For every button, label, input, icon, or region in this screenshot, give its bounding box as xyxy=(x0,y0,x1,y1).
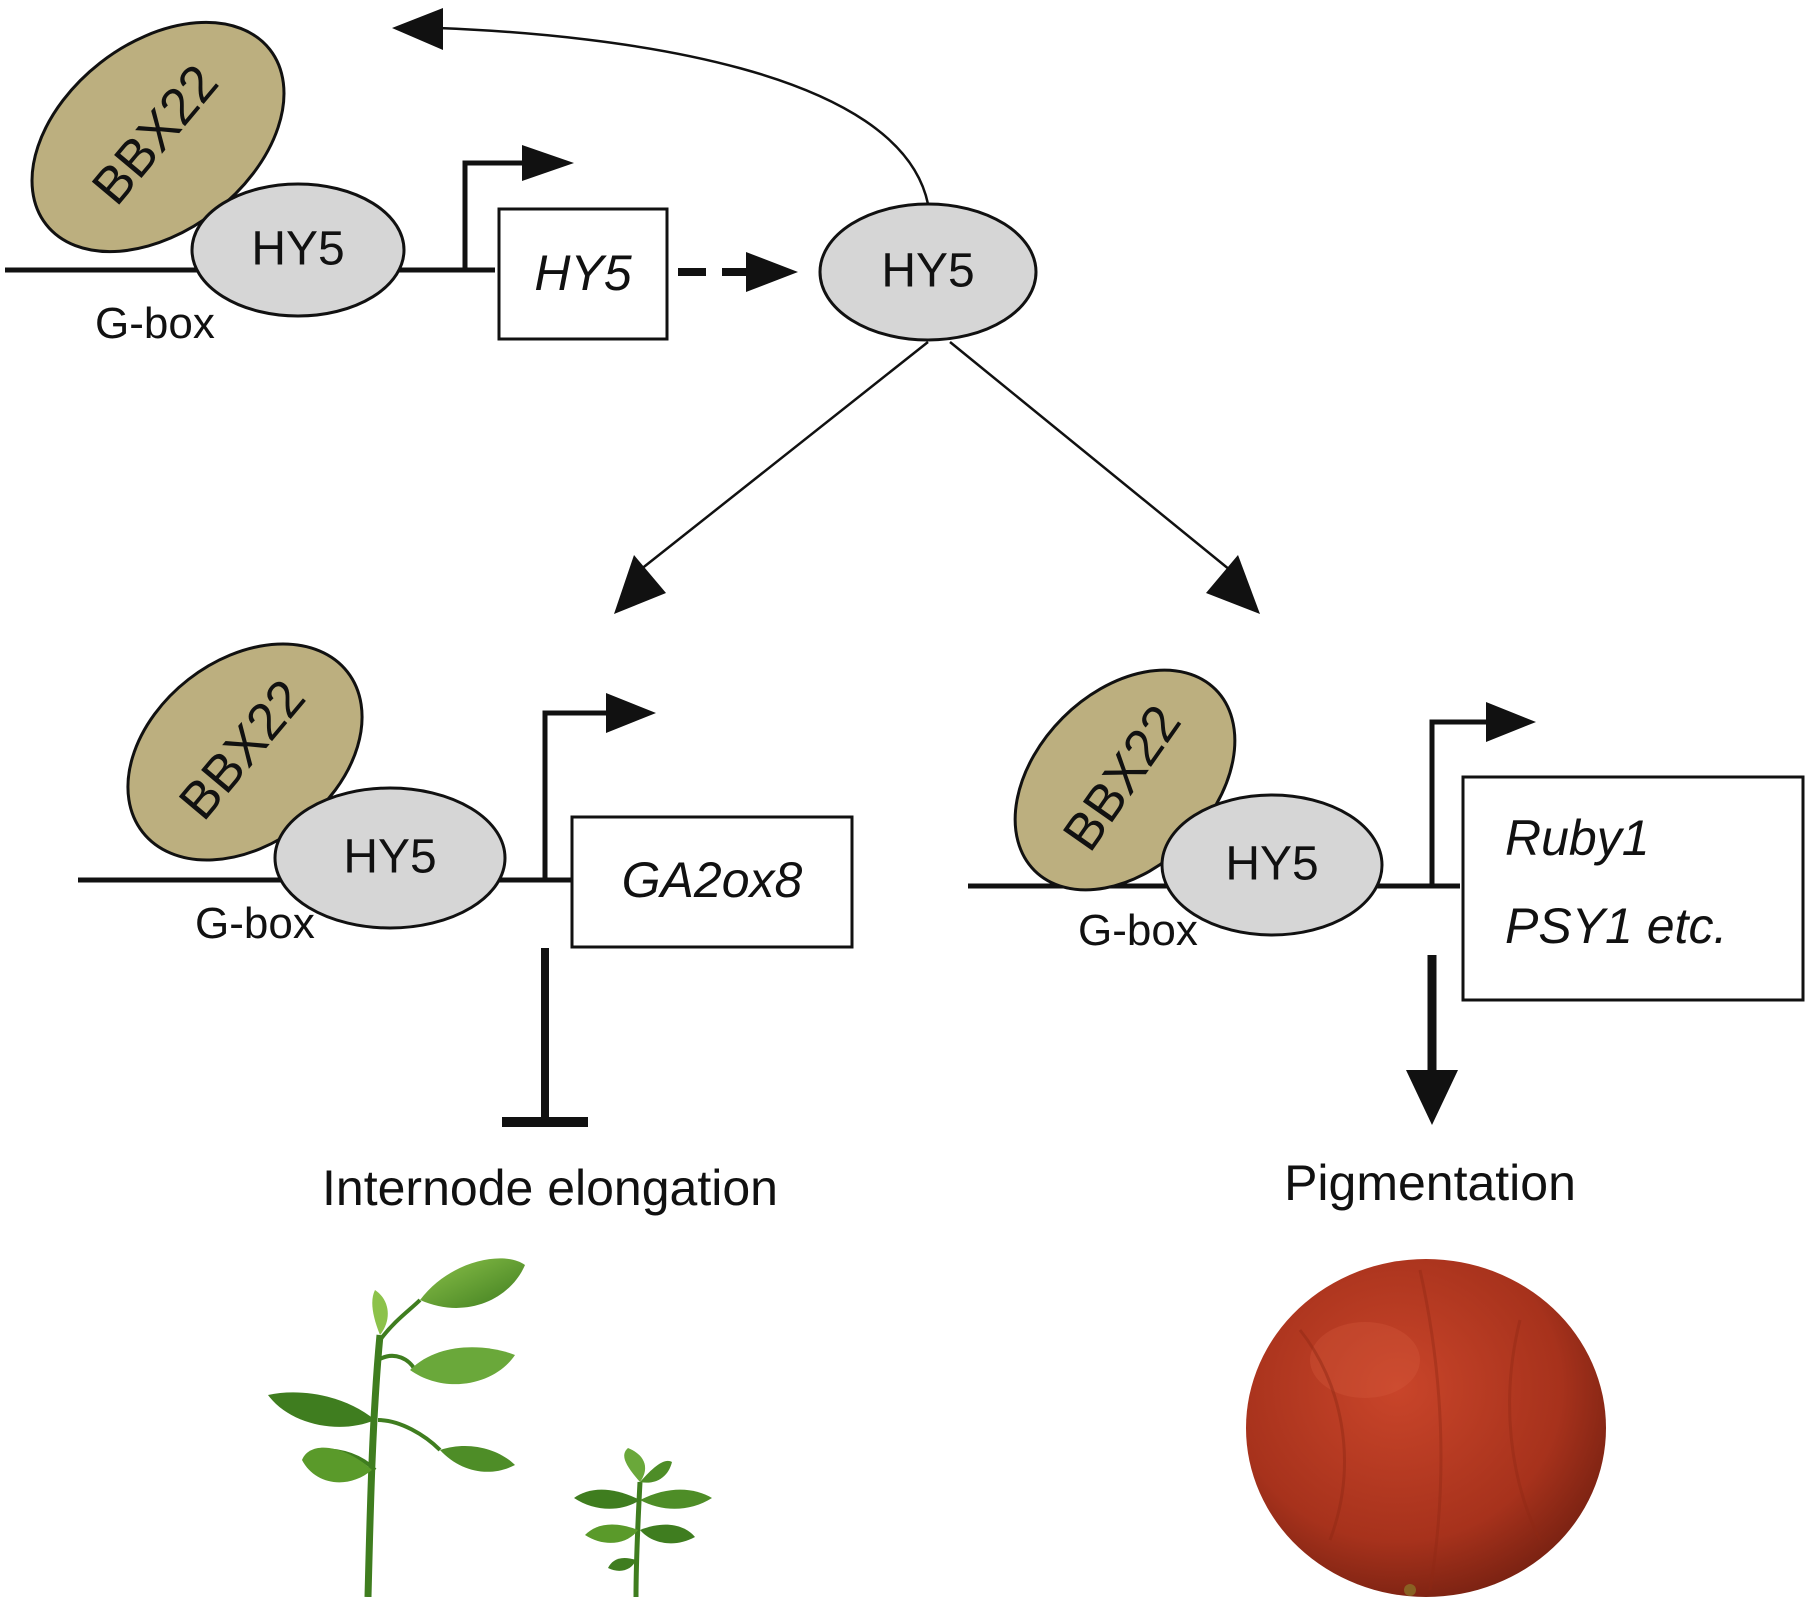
branch-arrowhead-left xyxy=(614,555,666,614)
feedback-arrowhead xyxy=(392,8,443,50)
left-hy5-protein xyxy=(273,786,507,930)
left-promoter-arrowhead xyxy=(606,693,656,733)
top-hy5-bound-protein xyxy=(190,182,406,318)
feedback-arc xyxy=(437,26,930,205)
top-gbox-label: G-box xyxy=(95,299,215,348)
top-promoter-arrow xyxy=(462,160,527,270)
left-gbox-label: G-box xyxy=(195,899,315,948)
right-promoter-arrowhead xyxy=(1486,702,1536,742)
right-target-genes-box xyxy=(1461,775,1805,1002)
left-hy5-label: HY5 xyxy=(343,831,436,884)
top-hy5-gene-label: HY5 xyxy=(534,245,631,301)
left-module: BBX22 HY5 G-box GA2ox8 Internode elongat… xyxy=(78,642,854,1597)
free-hy5-label: HY5 xyxy=(881,245,974,298)
translation-arrowhead xyxy=(746,252,798,292)
right-gene-psy1-label: PSY1 etc. xyxy=(1505,898,1727,954)
pigmentation-label: Pigmentation xyxy=(1284,1155,1576,1211)
left-promoter-arrow xyxy=(542,710,610,880)
top-hy5-gene-box xyxy=(497,207,669,341)
left-ga2ox8-gene-label: GA2ox8 xyxy=(622,852,803,908)
right-promoter-arrow xyxy=(1429,719,1490,886)
left-ga2ox8-gene-box xyxy=(570,815,854,949)
top-promoter-arrowhead xyxy=(522,145,574,181)
right-module: BBX22 HY5 G-box Ruby1 PSY1 etc. Pigmenta… xyxy=(968,668,1805,1597)
internode-elongation-label: Internode elongation xyxy=(322,1160,778,1216)
short-seedling-icon xyxy=(574,1448,712,1597)
tall-seedling-icon xyxy=(268,1258,525,1597)
branch-line-left xyxy=(639,341,929,571)
activation-arrowhead xyxy=(1406,1070,1458,1125)
blood-orange-fruit-icon xyxy=(1246,1259,1606,1597)
branch-arrowhead-right xyxy=(1206,555,1260,614)
branch-line-right xyxy=(949,341,1231,571)
top-module: BBX22 HY5 G-box HY5 HY5 xyxy=(5,8,1260,614)
right-gene-ruby1-label: Ruby1 xyxy=(1505,810,1650,866)
top-hy5-bound-label: HY5 xyxy=(251,223,344,276)
right-gbox-label: G-box xyxy=(1078,906,1198,955)
right-hy5-label: HY5 xyxy=(1225,838,1318,891)
right-hy5-protein xyxy=(1160,793,1384,937)
